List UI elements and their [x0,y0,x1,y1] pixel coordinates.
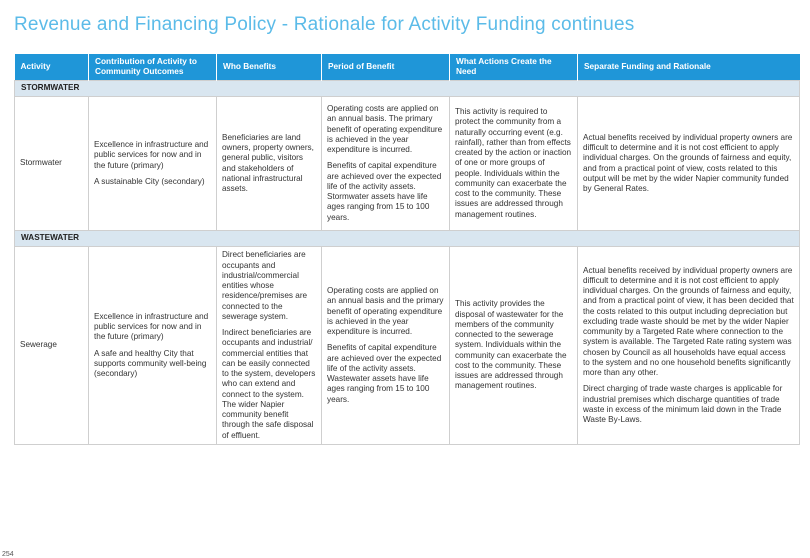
actions-cell: This activity is required to protect the… [449,96,578,231]
column-header-activity: Activity [14,54,89,81]
activity-cell: Sewerage [14,246,89,445]
who-benefits-text: Indirect beneficiaries are occupants and… [222,328,316,440]
actions-text: This activity is required to protect the… [455,107,572,219]
period-text: Benefits of capital expenditure are achi… [327,343,442,404]
table-header-row: Activity Contribution of Activity to Com… [14,54,800,81]
page-title: Revenue and Financing Policy - Rationale… [14,14,635,35]
section-label: WASTEWATER [14,230,800,247]
funding-text: Direct charging of trade waste charges i… [583,384,783,425]
contribution-text: Excellence in infrastructure and public … [94,140,209,170]
funding-cell: Actual benefits received by individual p… [577,96,800,231]
funding-text: Actual benefits received by individual p… [583,132,793,193]
actions-text: This activity provides the disposal of w… [455,299,567,391]
contribution-text: A sustainable City (secondary) [94,176,205,186]
section-label: STORMWATER [14,80,800,97]
funding-text: Actual benefits received by individual p… [583,265,794,378]
who-benefits-cell: Beneficiaries are land owners, property … [216,96,322,231]
period-text: Operating costs are applied on an annual… [327,286,444,337]
who-benefits-text: Beneficiaries are land owners, property … [222,132,314,193]
contribution-cell: Excellence in infrastructure and public … [88,96,217,231]
period-cell: Operating costs are applied on an annual… [321,246,450,445]
who-benefits-text: Direct beneficiaries are occupants and i… [222,250,308,321]
table-row-sewerage: Sewerage Excellence in infrastructure an… [14,246,800,445]
section-row-stormwater: STORMWATER [14,80,800,97]
period-text: Operating costs are applied on an annual… [327,104,443,155]
section-row-wastewater: WASTEWATER [14,230,800,247]
period-cell: Operating costs are applied on an annual… [321,96,450,231]
contribution-cell: Excellence in infrastructure and public … [88,246,217,445]
funding-cell: Actual benefits received by individual p… [577,246,800,445]
funding-rationale-table: Activity Contribution of Activity to Com… [14,54,800,445]
contribution-text: A safe and healthy City that supports co… [94,348,207,379]
contribution-text: Excellence in infrastructure and public … [94,311,209,342]
column-header-who-benefits: Who Benefits [216,54,322,81]
actions-cell: This activity provides the disposal of w… [449,246,578,445]
who-benefits-cell: Direct beneficiaries are occupants and i… [216,246,322,445]
column-header-contribution: Contribution of Activity to Community Ou… [88,54,217,81]
table-row-stormwater: Stormwater Excellence in infrastructure … [14,96,800,231]
column-header-funding: Separate Funding and Rationale [577,54,800,81]
column-header-period: Period of Benefit [321,54,450,81]
page-number: 254 [2,551,14,558]
period-text: Benefits of capital expenditure are achi… [327,161,442,222]
activity-cell: Stormwater [14,96,89,231]
column-header-actions: What Actions Create the Need [449,54,578,81]
